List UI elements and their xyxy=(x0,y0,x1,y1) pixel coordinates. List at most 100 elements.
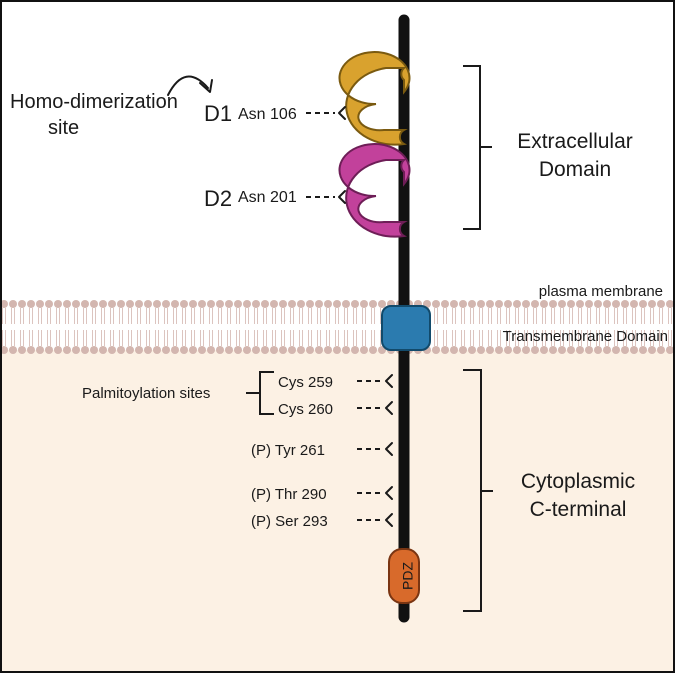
lipid-head xyxy=(603,346,611,354)
lipid-head xyxy=(162,300,170,308)
lipid-head xyxy=(225,300,233,308)
lipid-head xyxy=(657,300,665,308)
lipid-head xyxy=(234,346,242,354)
lipid-head xyxy=(468,346,476,354)
lipid-head xyxy=(594,346,602,354)
lipid-head xyxy=(630,300,638,308)
pdz-label: PDZ xyxy=(400,562,416,590)
lipid-head xyxy=(558,300,566,308)
lipid-head xyxy=(477,346,485,354)
cys260-chevron-icon xyxy=(385,401,393,415)
lipid-head xyxy=(234,300,242,308)
lipid-head xyxy=(135,300,143,308)
lipid-head xyxy=(81,346,89,354)
lipid-head xyxy=(612,300,620,308)
lipid-head xyxy=(612,346,620,354)
lipid-head xyxy=(207,346,215,354)
lipid-head xyxy=(90,300,98,308)
lipid-head xyxy=(558,346,566,354)
lipid-head xyxy=(18,346,26,354)
lipid-head xyxy=(63,300,71,308)
lipid-head xyxy=(378,300,386,308)
palmitoylation-bracket xyxy=(246,371,274,415)
lipid-head xyxy=(432,346,440,354)
lipid-head xyxy=(45,300,53,308)
lipid-head xyxy=(369,300,377,308)
lipid-head xyxy=(99,300,107,308)
lipid-head xyxy=(144,346,152,354)
lipid-head xyxy=(432,300,440,308)
lipid-head xyxy=(126,300,134,308)
lipid-head xyxy=(333,346,341,354)
lipid-head xyxy=(45,346,53,354)
lipid-head xyxy=(639,346,647,354)
lipid-head xyxy=(621,300,629,308)
lipid-head xyxy=(27,346,35,354)
lipid-head xyxy=(18,300,26,308)
lipid-head xyxy=(54,346,62,354)
membrane-band xyxy=(0,304,675,350)
lipid-head xyxy=(180,346,188,354)
lipid-head xyxy=(144,300,152,308)
lipid-head xyxy=(9,300,17,308)
lipid-head xyxy=(261,300,269,308)
lipid-head xyxy=(153,300,161,308)
lipid-head xyxy=(540,300,548,308)
lipid-head xyxy=(513,346,521,354)
tyr261-chevron-icon xyxy=(385,442,393,456)
lipid-head xyxy=(603,300,611,308)
d2-chevron-icon xyxy=(338,190,346,204)
cys260-label: Cys 260 xyxy=(278,401,333,418)
lipid-head xyxy=(180,300,188,308)
d1-residue: Asn 106 xyxy=(238,106,297,123)
lipid-head xyxy=(459,346,467,354)
lipid-head xyxy=(189,300,197,308)
lipid-head xyxy=(351,300,359,308)
extracellular-label-line1: Extracellular xyxy=(517,130,633,153)
lipid-head xyxy=(198,346,206,354)
lipid-head xyxy=(279,346,287,354)
lipid-head xyxy=(270,346,278,354)
lipid-head xyxy=(9,346,17,354)
extracellular-label-line2: Domain xyxy=(539,158,611,181)
lipid-head xyxy=(117,300,125,308)
lipid-head xyxy=(288,300,296,308)
lipid-head xyxy=(666,300,674,308)
lipid-head xyxy=(342,346,350,354)
lipid-head xyxy=(306,346,314,354)
lipid-head xyxy=(270,300,278,308)
lipid-head xyxy=(522,300,530,308)
lipid-head xyxy=(297,300,305,308)
lipid-head xyxy=(477,300,485,308)
lipid-head xyxy=(585,346,593,354)
lipid-head xyxy=(198,300,206,308)
lipid-head xyxy=(441,346,449,354)
lipid-head xyxy=(531,300,539,308)
lipid-head xyxy=(315,346,323,354)
lipid-head xyxy=(369,346,377,354)
lipid-head xyxy=(486,346,494,354)
lipid-head xyxy=(153,346,161,354)
lipid-head xyxy=(351,346,359,354)
lipid-head xyxy=(261,346,269,354)
lipid-bilayer xyxy=(0,300,675,354)
lipid-head xyxy=(189,346,197,354)
lipid-head xyxy=(99,346,107,354)
ser293-label: (P) Ser 293 xyxy=(251,513,328,530)
lipid-head xyxy=(216,300,224,308)
lipid-head xyxy=(72,300,80,308)
lipid-head xyxy=(594,300,602,308)
lipid-head xyxy=(288,346,296,354)
lipid-head xyxy=(63,346,71,354)
transmembrane-label: Transmembrane Domain xyxy=(503,328,668,345)
cys259-chevron-icon xyxy=(385,374,393,388)
lipid-head xyxy=(495,300,503,308)
transmembrane-domain-shape xyxy=(381,305,431,351)
lipid-head xyxy=(90,346,98,354)
lipid-head xyxy=(171,346,179,354)
lipid-head xyxy=(360,300,368,308)
cys259-label: Cys 259 xyxy=(278,374,333,391)
lipid-head xyxy=(360,346,368,354)
